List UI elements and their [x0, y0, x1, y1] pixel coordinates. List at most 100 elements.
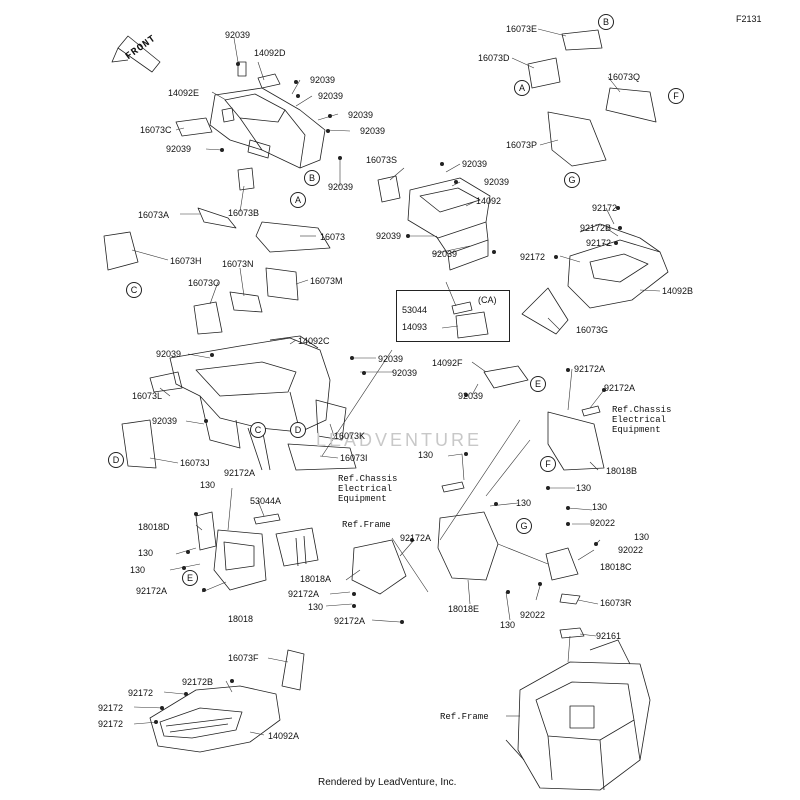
part-label[interactable]: 92172A	[224, 468, 256, 478]
part-label[interactable]: 16073J	[180, 458, 210, 468]
part-label[interactable]: 16073L	[132, 391, 163, 401]
part-label[interactable]: 92172A	[574, 364, 606, 374]
part-label[interactable]: 92172B	[182, 677, 214, 687]
pad-16073s	[377, 175, 401, 203]
pad-16073	[255, 221, 331, 253]
part-label[interactable]: 92039	[152, 416, 178, 426]
part-label[interactable]: 130	[138, 548, 154, 558]
part-label[interactable]: 130	[516, 498, 532, 508]
part-label[interactable]: 53044A	[250, 496, 282, 506]
part-label[interactable]: 92039	[166, 144, 192, 154]
part-label[interactable]: 92039	[378, 354, 404, 364]
part-label[interactable]: 18018A	[300, 574, 332, 584]
part-label[interactable]: 130	[200, 480, 216, 490]
part-label[interactable]: 92161	[596, 631, 622, 641]
part-label[interactable]: 16073R	[600, 598, 632, 608]
part-label[interactable]: 16073F	[228, 653, 259, 663]
pad-16073k	[315, 399, 347, 441]
part-label[interactable]: 130	[576, 483, 592, 493]
part-label[interactable]: 14093	[402, 322, 428, 332]
part-label[interactable]: 92172	[586, 238, 612, 248]
part-label[interactable]: 92022	[590, 518, 616, 528]
part-label[interactable]: 92039	[348, 110, 374, 120]
part-label[interactable]: 16073M	[310, 276, 343, 286]
panel-18018c	[545, 547, 579, 581]
panel-18018	[213, 529, 267, 591]
callout-f: F	[668, 88, 684, 104]
part-label[interactable]: 14092C	[298, 336, 330, 346]
part-label[interactable]: 14092	[476, 196, 502, 206]
part-label[interactable]: 92172A	[604, 383, 636, 393]
part-label[interactable]: 92039	[432, 249, 458, 259]
part-label[interactable]: 92172A	[288, 589, 320, 599]
part-label[interactable]: 53044	[402, 305, 428, 315]
part-label[interactable]: 14092A	[268, 731, 300, 741]
part-label[interactable]: 92039	[458, 391, 484, 401]
part-label[interactable]: 16073H	[170, 256, 202, 266]
part-label[interactable]: 16073P	[506, 140, 538, 150]
part-label[interactable]: 16073B	[228, 208, 260, 218]
pad-16073f	[281, 649, 305, 691]
leader-lines	[131, 28, 661, 736]
part-label[interactable]: 92039	[462, 159, 488, 169]
ref-chassis-electrical-upper[interactable]: Ref.Chassis Electrical Equipment	[612, 405, 672, 435]
part-label[interactable]: 18018	[228, 614, 254, 624]
part-label[interactable]: 92039	[392, 368, 418, 378]
part-label[interactable]: 130	[418, 450, 434, 460]
part-label[interactable]: 16073A	[138, 210, 170, 220]
part-label[interactable]: 130	[308, 602, 324, 612]
part-label[interactable]: 16073C	[140, 125, 172, 135]
part-label[interactable]: 130	[634, 532, 650, 542]
part-label[interactable]: 92172A	[334, 616, 366, 626]
part-label[interactable]: 14092E	[168, 88, 200, 98]
part-label[interactable]: 92039	[318, 91, 344, 101]
ref-chassis-electrical-mid[interactable]: Ref.Chassis Electrical Equipment	[338, 474, 398, 504]
part-label[interactable]: 92022	[520, 610, 546, 620]
part-label[interactable]: 18018C	[600, 562, 632, 572]
part-label[interactable]: 16073N	[222, 259, 254, 269]
strip-92172a	[581, 405, 601, 417]
part-label[interactable]: 92039	[328, 182, 354, 192]
part-label[interactable]: 16073Q	[608, 72, 641, 82]
part-label[interactable]: 18018E	[448, 604, 480, 614]
plate-14093	[455, 311, 489, 339]
part-label[interactable]: 130	[592, 502, 608, 512]
part-label[interactable]: 16073K	[334, 431, 366, 441]
ref-frame-bottom[interactable]: Ref.Frame	[440, 712, 489, 722]
part-label[interactable]: 18018B	[606, 466, 638, 476]
part-label[interactable]: 18018D	[138, 522, 170, 532]
part-label[interactable]: 16073S	[366, 155, 398, 165]
part-label[interactable]: 14092B	[662, 286, 694, 296]
part-label[interactable]: 92172	[98, 703, 124, 713]
pad-16073q	[605, 87, 657, 123]
pad-16073g	[521, 287, 569, 335]
part-label[interactable]: 92039	[376, 231, 402, 241]
part-label[interactable]: 92039	[310, 75, 336, 85]
part-label[interactable]: 130	[130, 565, 146, 575]
part-label[interactable]: 92172	[98, 719, 124, 729]
part-label[interactable]: 92172A	[136, 586, 168, 596]
bracket-92161	[559, 627, 585, 639]
part-label[interactable]: 16073	[320, 232, 346, 242]
part-label[interactable]: 130	[500, 620, 516, 630]
part-label[interactable]: 92172	[520, 252, 546, 262]
pad-16073j	[121, 419, 157, 469]
part-label[interactable]: 92039	[225, 30, 251, 40]
callout-d: D	[290, 422, 306, 438]
part-label[interactable]: 92172B	[580, 223, 612, 233]
part-label[interactable]: 16073I	[340, 453, 368, 463]
part-label[interactable]: 16073O	[188, 278, 221, 288]
part-label[interactable]: 92039	[484, 177, 510, 187]
part-label[interactable]: 92172	[592, 203, 618, 213]
part-label[interactable]: 16073D	[478, 53, 510, 63]
part-label[interactable]: 92172	[128, 688, 154, 698]
part-label[interactable]: 16073E	[506, 24, 538, 34]
part-label[interactable]: 14092D	[254, 48, 286, 58]
part-label[interactable]: 92039	[360, 126, 386, 136]
ref-frame-mid[interactable]: Ref.Frame	[342, 520, 391, 530]
part-label[interactable]: 92022	[618, 545, 644, 555]
part-label[interactable]: 14092F	[432, 358, 463, 368]
part-label[interactable]: 92172A	[400, 533, 432, 543]
part-label[interactable]: 16073G	[576, 325, 609, 335]
part-label[interactable]: 92039	[156, 349, 182, 359]
